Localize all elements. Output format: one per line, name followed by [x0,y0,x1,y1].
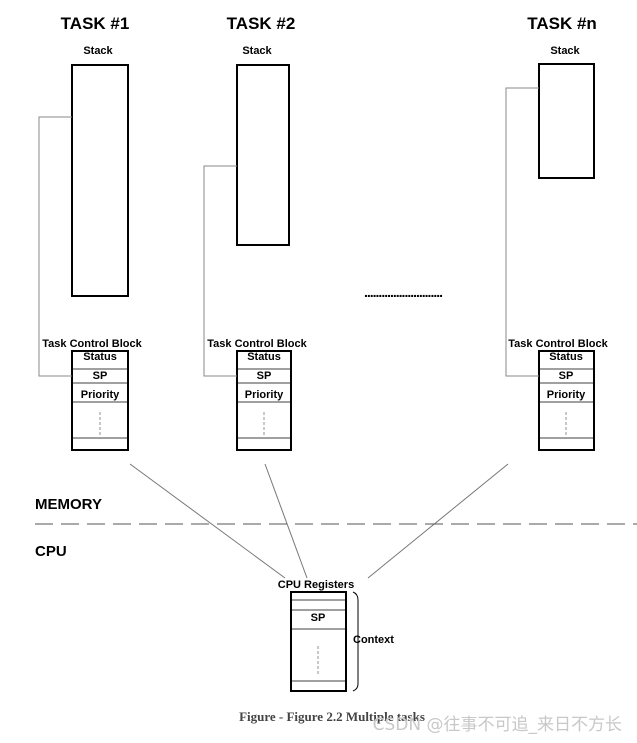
status-field: Status [247,351,281,363]
connector-line-task-n [367,463,509,579]
task-1: TASK #1 Stack Task Control Block Status … [38,14,143,451]
cpu-registers: CPU Registers SP Context [278,579,394,692]
sp-pointer [38,116,72,377]
sp-pointer [505,87,539,377]
tcb-box: Status SP Priority [538,350,595,451]
cpu-registers-label: CPU Registers [278,579,354,591]
tcb-box: Status SP Priority [236,350,292,451]
figure-caption: Figure - Figure 2.2 Multiple tasks [239,709,425,724]
stack-box [538,63,595,179]
tcb-label: Task Control Block [207,338,307,350]
sp-field: SP [93,370,108,382]
sp-pointer [203,165,237,377]
tcb-label: Task Control Block [42,338,142,350]
tcb-label: Task Control Block [508,338,608,350]
stack-label: Stack [242,45,272,57]
stack-label: Stack [550,45,580,57]
sp-field: SP [257,370,272,382]
status-field: Status [83,351,117,363]
context-brace [352,591,359,692]
connector-line-task-2 [264,463,308,579]
task-2: TASK #2 Stack Task Control Block Status … [203,14,308,451]
memory-label: MEMORY [35,496,102,513]
ellipsis: ........................... [364,284,442,300]
priority-field: Priority [245,389,284,401]
tcb-box: Status SP Priority [71,350,129,451]
task-n: TASK #n Stack Task Control Block Status … [505,14,609,451]
stack-label: Stack [83,45,113,57]
task-title: TASK #n [527,14,597,33]
stack-box [236,64,290,246]
connector-line-task-1 [129,463,286,579]
watermark: CSDN @往事不可追_来日不方长 [373,715,622,735]
cpu-registers-box [290,591,347,692]
task-title: TASK #2 [227,14,296,33]
priority-field: Priority [547,389,586,401]
priority-field: Priority [81,389,120,401]
cpu-sp-field: SP [311,612,326,624]
sp-field: SP [559,370,574,382]
task-title: TASK #1 [61,14,130,33]
cpu-label: CPU [35,543,67,560]
context-label: Context [353,634,394,646]
status-field: Status [549,351,583,363]
stack-box [71,64,129,297]
